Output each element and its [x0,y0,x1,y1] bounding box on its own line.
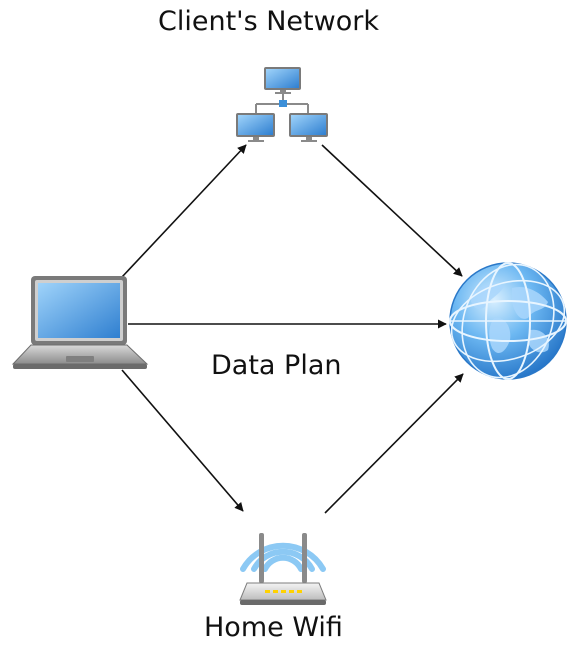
arrow-client-network-to-internet [321,144,463,277]
arrow-laptop-to-client-network [121,144,247,278]
home-wifi-label: Home Wifi [204,612,343,643]
wifi-router-icon [239,533,327,605]
client-network-label: Client's Network [158,6,379,37]
network-computers-icon [236,67,328,142]
edges [121,144,464,514]
laptop-icon [11,276,149,369]
globe-icon [449,262,567,380]
arrow-home-wifi-to-internet [324,373,464,514]
arrow-laptop-to-home-wifi [121,369,244,512]
data-plan-label: Data Plan [211,350,342,381]
